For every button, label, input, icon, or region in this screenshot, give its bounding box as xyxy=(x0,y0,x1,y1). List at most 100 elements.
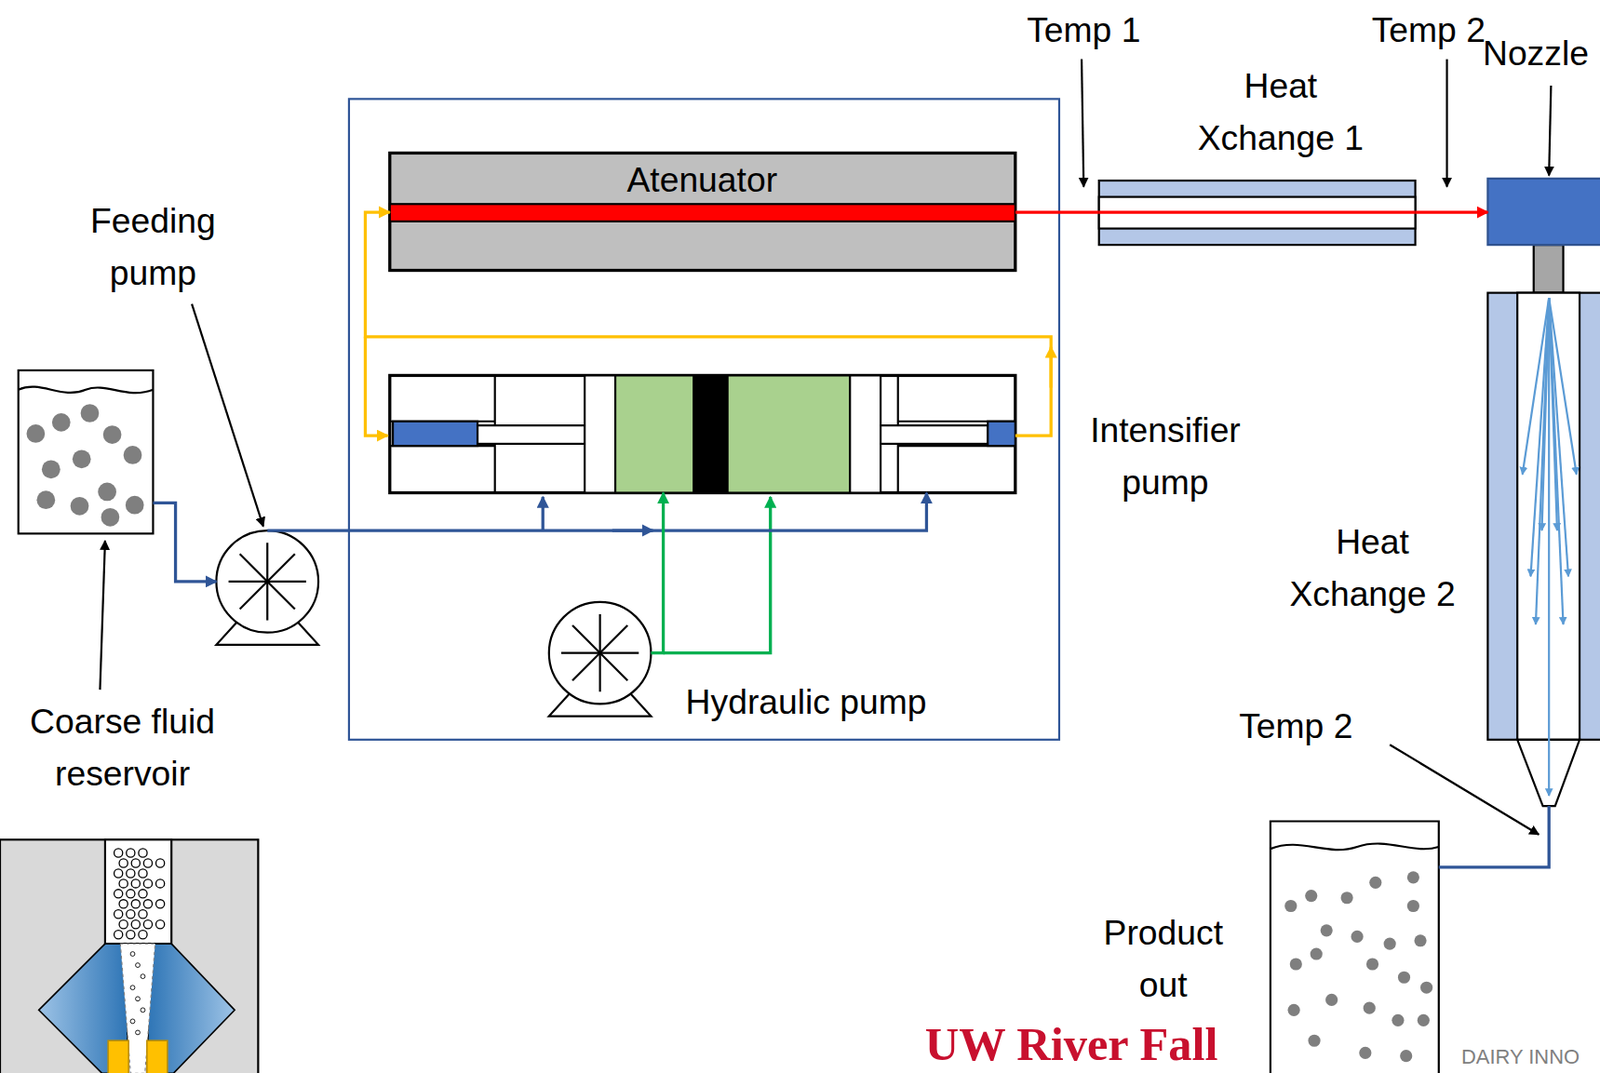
attenuator-tube: Atenuator xyxy=(389,152,1016,270)
product-container xyxy=(1270,821,1439,1073)
heat-exchanger-tube xyxy=(1099,180,1416,245)
branch-lines xyxy=(663,497,771,654)
nozzle-inset xyxy=(131,859,140,868)
heat-exchanger-tube xyxy=(1099,197,1416,229)
nozzle-inset xyxy=(130,952,135,957)
spray-chamber xyxy=(1535,297,1549,625)
pump-symbol xyxy=(549,602,652,717)
pump-symbol xyxy=(240,553,296,609)
attenuator-tube xyxy=(389,152,1016,270)
spray-chamber xyxy=(1542,297,1550,531)
reservoir-tank xyxy=(80,403,100,423)
nozzle-inset xyxy=(119,920,128,929)
watermark-text: DAIRY INNO xyxy=(1461,1045,1580,1070)
product-container xyxy=(1284,900,1297,913)
nozzle-inset xyxy=(140,1008,146,1013)
nozzle-inset xyxy=(126,848,135,858)
pipe-line xyxy=(364,212,1051,436)
nozzle-inset xyxy=(138,848,148,858)
intensifier-body xyxy=(693,375,727,493)
product-container xyxy=(1358,1047,1372,1060)
spray-chamber xyxy=(1487,178,1600,807)
nozzle-inset xyxy=(131,900,140,909)
product-container xyxy=(1351,930,1364,943)
pump-symbol xyxy=(572,625,628,681)
spray-chamber xyxy=(1533,244,1564,294)
pipe-line xyxy=(152,502,216,581)
nozzle-inset xyxy=(119,900,128,909)
temperature-probe-label: Temp 1 xyxy=(1026,4,1141,57)
spray-chamber xyxy=(1548,297,1563,625)
leader-lines xyxy=(99,59,1551,835)
nozzle-inset xyxy=(138,869,148,878)
product-container xyxy=(1398,971,1411,984)
nozzle-inset xyxy=(114,930,123,940)
nozzle-inset xyxy=(0,839,258,1073)
reservoir-tank xyxy=(41,459,61,479)
nozzle-inset xyxy=(147,1040,168,1073)
nozzle-inset xyxy=(105,839,172,944)
leader-lines xyxy=(1081,59,1084,188)
nozzle-inset xyxy=(114,848,123,858)
temperature-probe-label: Temp 2 xyxy=(1238,700,1353,753)
nozzle-inset xyxy=(131,920,140,929)
intensifier-body xyxy=(389,375,1016,493)
leader-lines xyxy=(1389,744,1539,834)
node-label: Coarse fluid reservoir xyxy=(0,696,245,801)
reservoir-tank xyxy=(18,370,154,534)
reservoir-tank xyxy=(26,403,145,527)
nozzle-inset xyxy=(135,1030,141,1036)
pump-symbol xyxy=(561,614,639,692)
product-container xyxy=(1325,994,1338,1007)
nozzle-inset xyxy=(143,900,152,909)
pump-symbol xyxy=(215,530,319,646)
leader-lines xyxy=(191,304,264,527)
reservoir-tank xyxy=(18,387,154,394)
product-container xyxy=(1399,1049,1412,1063)
branch-lines xyxy=(541,497,545,531)
reservoir-tank xyxy=(36,490,55,510)
pump-symbol xyxy=(228,542,307,620)
product-container xyxy=(1391,1014,1404,1027)
spray-chamber xyxy=(1548,297,1558,531)
nozzle-inset xyxy=(140,974,146,980)
product-container xyxy=(1413,934,1426,947)
system-enclosure xyxy=(349,98,1060,740)
reservoir-tank xyxy=(103,425,122,444)
nozzle-inset xyxy=(135,963,141,969)
nozzle-inset xyxy=(156,920,165,929)
node-label: Product out xyxy=(1081,907,1245,1012)
product-container xyxy=(1270,821,1439,1073)
nozzle-inset xyxy=(114,869,123,878)
reservoir-tank xyxy=(52,413,71,432)
node-label: Heat Xchange 2 xyxy=(1270,516,1475,621)
pipe-line xyxy=(1415,210,1489,214)
product-container xyxy=(1341,891,1354,904)
nozzle-inset xyxy=(143,920,152,929)
nozzle-inset xyxy=(138,910,148,919)
nozzle-inset xyxy=(135,996,141,1002)
nozzle-inset xyxy=(143,859,152,868)
product-container xyxy=(1420,981,1433,995)
reservoir-tank xyxy=(70,497,90,516)
pump-symbol xyxy=(240,553,296,609)
nozzle-inset xyxy=(114,848,165,1036)
leader-lines xyxy=(1445,59,1448,188)
product-container xyxy=(1417,1014,1430,1027)
leader-lines xyxy=(99,540,105,690)
product-container xyxy=(1366,957,1379,970)
nozzle-inset xyxy=(126,930,135,940)
nozzle-inset xyxy=(126,889,135,899)
product-container xyxy=(1288,1004,1301,1017)
pump-symbol xyxy=(215,530,319,633)
intensifier-body xyxy=(987,421,1016,446)
pipe-line xyxy=(1438,806,1549,868)
intensifier-body xyxy=(880,425,988,444)
attenuator-tube xyxy=(389,203,1016,222)
reservoir-tank xyxy=(26,424,46,444)
product-container xyxy=(1284,871,1433,1063)
pump-symbol: Hydraulic pump xyxy=(549,602,652,705)
nozzle-inset xyxy=(156,900,165,909)
nozzle-inset xyxy=(156,879,165,888)
